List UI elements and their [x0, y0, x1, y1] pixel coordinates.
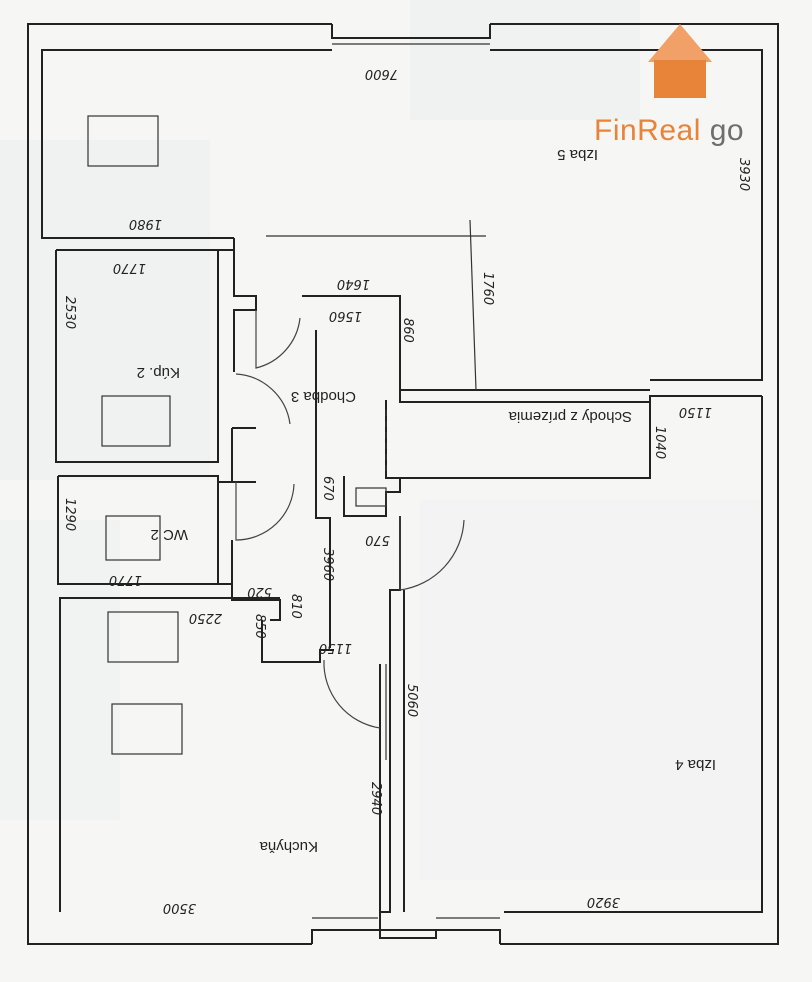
- dim-2940: 2940: [368, 782, 383, 815]
- room-kup-2: Kúp. 2: [137, 364, 180, 381]
- dim-1560: 1560: [329, 308, 362, 323]
- dim-3920: 3920: [587, 894, 620, 909]
- dim-570: 570: [365, 532, 390, 547]
- house-logo-icon: [648, 24, 712, 98]
- dim-1290: 1290: [62, 498, 77, 531]
- dim-1150-right: 1150: [679, 404, 712, 419]
- dim-3500: 3500: [163, 900, 196, 915]
- dim-1980: 1980: [129, 216, 162, 231]
- brand-logo-part2: go: [700, 114, 745, 147]
- room-chodba-3: Chodba 3: [291, 388, 356, 405]
- dim-3930: 3930: [736, 158, 751, 191]
- dim-860: 860: [400, 318, 415, 343]
- dim-810: 810: [288, 594, 303, 619]
- box-izba5: [87, 115, 159, 167]
- dim-5060: 5060: [404, 684, 419, 717]
- dim-1040: 1040: [652, 426, 667, 459]
- dim-850: 850: [252, 614, 267, 639]
- outer-walls: [27, 23, 779, 945]
- dimension-lines: [266, 219, 486, 391]
- dim-7600: 7600: [365, 66, 398, 81]
- room-kuchyna: Kuchyňa: [259, 838, 318, 855]
- background-texture: [0, 0, 760, 880]
- dim-3960: 3960: [320, 548, 335, 581]
- box-wc: [105, 515, 161, 561]
- dimension-labels: 7600 1980 3930 1770 2530 1640 1560 860 1…: [62, 66, 751, 915]
- dim-670: 670: [320, 476, 335, 501]
- dim-1770-bottom: 1770: [109, 572, 142, 587]
- door-swings: [235, 310, 465, 729]
- room-izba-5: Izba 5: [557, 146, 598, 163]
- dim-2250: 2250: [189, 610, 222, 625]
- dim-1640: 1640: [337, 276, 370, 291]
- room-schody: Schody z prízemia: [508, 408, 632, 425]
- furniture: [87, 115, 183, 755]
- box-kuchyna-1: [107, 611, 179, 663]
- room-wc-2: WC 2: [151, 526, 189, 543]
- room-izba-4: Izba 4: [675, 756, 716, 773]
- brand-logo-part1: FinReal: [594, 114, 701, 147]
- box-kup: [101, 395, 171, 447]
- dim-1770-top: 1770: [113, 260, 146, 275]
- dim-2530: 2530: [62, 296, 77, 329]
- dim-1150-left: 1150: [319, 640, 352, 655]
- inner-walls: [55, 238, 762, 939]
- brand-logo: FinReal go: [594, 114, 744, 148]
- box-kuchyna-2: [111, 703, 183, 755]
- dim-520: 520: [247, 584, 272, 599]
- dim-1760: 1760: [480, 272, 495, 305]
- room-labels: Izba 5 Kúp. 2 Chodba 3 Schody z prízemia…: [137, 146, 716, 855]
